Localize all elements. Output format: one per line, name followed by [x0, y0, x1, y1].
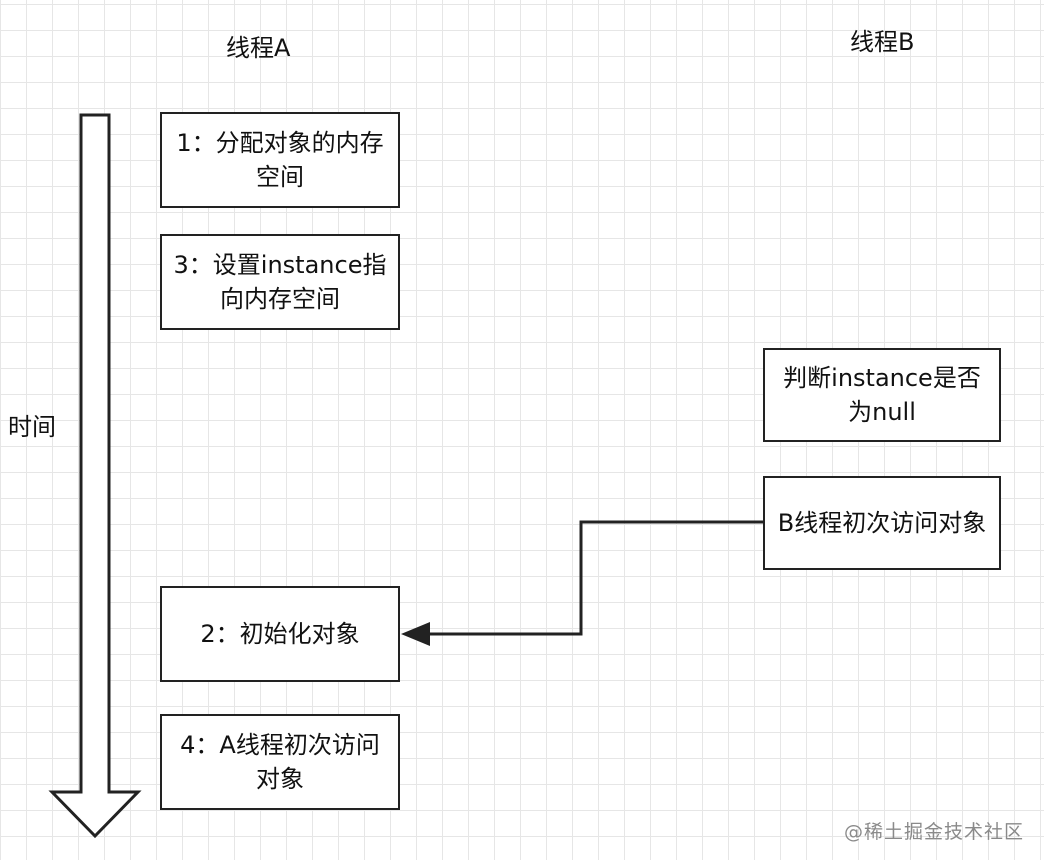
step-set-instance-pointer-text: 3：设置instance指向内存空间	[173, 251, 387, 313]
step-check-null-text: 判断instance是否为null	[783, 364, 981, 426]
thread-b-header: 线程B	[850, 28, 915, 56]
step-b-first-access-text: B线程初次访问对象	[777, 509, 987, 537]
access-connector-line	[428, 520, 763, 636]
step-allocate-memory: 1：分配对象的内存空间	[160, 112, 400, 208]
step-b-first-access: B线程初次访问对象	[763, 476, 1001, 570]
step-init-object: 2：初始化对象	[160, 586, 400, 682]
step-a-first-access: 4：A线程初次访问对象	[160, 714, 400, 810]
step-allocate-memory-text: 1：分配对象的内存空间	[176, 129, 384, 191]
thread-a-header: 线程A	[226, 34, 291, 62]
step-set-instance-pointer: 3：设置instance指向内存空间	[160, 234, 400, 330]
step-a-first-access-text: 4：A线程初次访问对象	[180, 731, 380, 793]
step-init-object-text: 2：初始化对象	[200, 620, 360, 648]
time-label: 时间	[8, 413, 56, 441]
time-arrow	[48, 113, 142, 839]
watermark: @稀土掘金技术社区	[843, 821, 1024, 843]
step-check-null: 判断instance是否为null	[763, 348, 1001, 442]
access-connector-arrowhead	[401, 622, 430, 646]
